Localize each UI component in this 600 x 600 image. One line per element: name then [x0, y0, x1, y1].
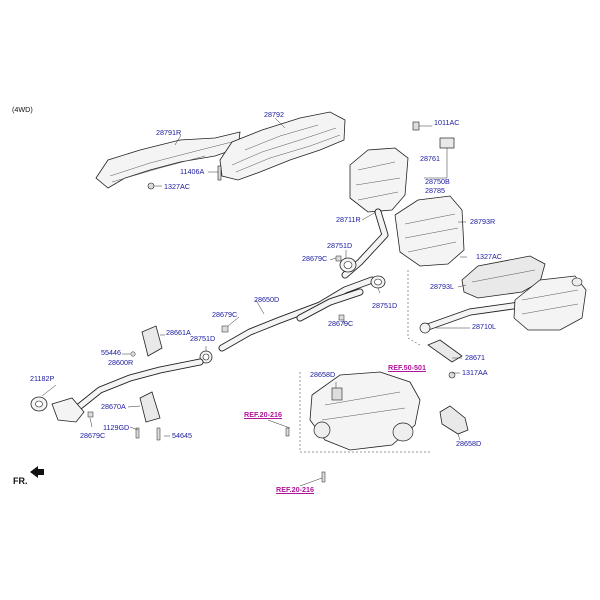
gasket-28751d-c — [199, 350, 213, 364]
label-28751d-b: 28751D — [372, 301, 398, 310]
label-28661a: 28661A — [166, 328, 191, 337]
label-28679c-b: 28679C — [212, 310, 238, 319]
label-28785: 28785 — [425, 186, 445, 195]
label-28658d-b: 28658D — [456, 439, 482, 448]
label-28750b: 28750B — [425, 177, 450, 186]
hanger-28671 — [427, 339, 463, 379]
heat-shield-28792 — [219, 111, 346, 181]
label-28792: 28792 — [264, 110, 284, 119]
front-pipe-28600r — [30, 358, 204, 423]
bracket-28661a — [130, 325, 163, 357]
bolt-11406a — [208, 165, 222, 181]
label-28791r: 28791R — [156, 128, 182, 137]
label-28658d-a: 28658D — [310, 370, 336, 379]
reference-outline-diff — [299, 372, 430, 453]
front-direction-label: FR. — [13, 476, 28, 486]
label-28711r: 28711R — [336, 215, 361, 224]
diff-bolts — [285, 427, 326, 483]
label-28650d: 28650D — [254, 295, 280, 304]
heat-shield-28793r — [394, 195, 465, 267]
nut-28679c-d — [87, 411, 94, 418]
label-1317aa: 1317AA — [462, 368, 488, 377]
label-55446: 55446 — [101, 348, 121, 357]
reference-outline-rear — [407, 270, 421, 346]
nut-28679c-a — [335, 255, 342, 262]
label-28710l: 28710L — [472, 322, 496, 331]
nut-28679c-c — [338, 314, 345, 321]
label-54645: 54645 — [172, 431, 192, 440]
center-pipe-28650d — [218, 276, 376, 352]
ref-20-216-link-b[interactable]: REF.20-216 — [276, 485, 314, 494]
label-28671: 28671 — [465, 353, 485, 362]
label-1327ac-front: 1327AC — [164, 182, 190, 191]
nut-1327ac-front — [147, 182, 162, 190]
label-28679c-d: 28679C — [80, 431, 106, 440]
label-28600r: 28600R — [108, 358, 134, 367]
ref-20-216-link-a[interactable]: REF.20-216 — [244, 410, 282, 419]
label-28793r: 28793R — [470, 217, 496, 226]
label-28679c-c: 28679C — [328, 319, 354, 328]
nut-28679c-b — [221, 325, 229, 333]
sensor-28761 — [412, 121, 455, 179]
variant-label: (4WD) — [12, 105, 33, 114]
label-11406a: 11406A — [180, 167, 205, 176]
gasket-28751d-a — [339, 257, 357, 273]
ref-50-501-link[interactable]: REF.50-501 — [388, 363, 426, 372]
label-28679c-a: 28679C — [302, 254, 328, 263]
label-1129gd: 1129GD — [103, 423, 130, 432]
label-28793l: 28793L — [430, 282, 454, 291]
label-1011ac: 1011AC — [434, 118, 460, 127]
label-21182p: 21182P — [30, 374, 55, 383]
label-1327ac-rear: 1327AC — [476, 252, 502, 261]
label-28670a: 28670A — [101, 402, 126, 411]
muffler-28710l — [419, 275, 587, 334]
mount-28658d-right — [439, 405, 469, 435]
front-arrow-icon — [30, 466, 44, 478]
rear-differential — [309, 371, 421, 451]
label-28751d-c: 28751D — [190, 334, 216, 343]
leader-lines — [41, 117, 470, 487]
label-28761: 28761 — [420, 154, 440, 163]
gasket-28751d-b — [370, 275, 386, 289]
heat-shield-28791r — [95, 131, 241, 189]
label-28751d-a: 28751D — [327, 241, 353, 250]
bracket-28670a — [135, 391, 161, 441]
muffler-28711r — [341, 147, 409, 279]
